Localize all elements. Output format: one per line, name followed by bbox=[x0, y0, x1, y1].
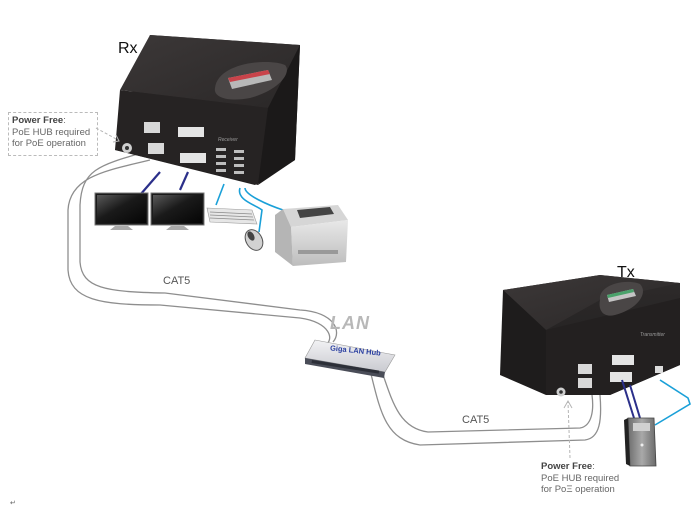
power-note-rx: Power Free: PoE HUB required for PoE ope… bbox=[8, 112, 98, 156]
cat5-cable-tx bbox=[369, 365, 602, 446]
rj45-port-icon bbox=[148, 143, 164, 154]
pc-tower-icon bbox=[624, 417, 657, 467]
transmitter-title: Tx bbox=[617, 264, 635, 281]
power-note-line2: for PoE operation bbox=[12, 138, 86, 149]
power-note-colon: : bbox=[592, 461, 595, 472]
power-note-heading: Power Free bbox=[541, 461, 593, 472]
power-note-line2: for PoΞ operation bbox=[541, 484, 615, 495]
dvi-cables-tx bbox=[621, 379, 641, 419]
keyboard-icon bbox=[206, 207, 258, 225]
dvi-port-icon bbox=[178, 127, 204, 137]
paragraph-mark: ↵ bbox=[10, 500, 16, 507]
dvi-port-icon bbox=[180, 153, 206, 163]
rj45-port-icon bbox=[578, 364, 592, 374]
giga-lan-hub bbox=[304, 339, 396, 378]
power-note-arrow-tx bbox=[567, 401, 571, 459]
power-note-tx: Power Free: PoE HUB required for PoΞ ope… bbox=[541, 461, 619, 496]
dvi-cables-rx bbox=[139, 171, 190, 196]
receiver-device-label: Receiver bbox=[218, 137, 238, 143]
usb-ports-icon bbox=[216, 148, 244, 174]
rj45-port-icon bbox=[578, 378, 592, 388]
transmitter-device-label: Transmitter bbox=[640, 332, 665, 338]
dvi-port-icon bbox=[612, 355, 634, 365]
power-note-heading: Power Free bbox=[12, 115, 64, 126]
mouse-icon bbox=[244, 229, 264, 251]
power-note-colon: : bbox=[63, 115, 66, 126]
cat5-cable-rx bbox=[67, 149, 338, 346]
receiver-device: Receiver bbox=[115, 35, 300, 185]
power-note-line1: PoE HUB required bbox=[541, 472, 620, 484]
receiver-title: Rx bbox=[118, 40, 138, 57]
power-note-arrow-rx bbox=[95, 127, 119, 141]
usb-cables-rx bbox=[215, 183, 284, 233]
power-note-line1: PoE HUB required bbox=[12, 126, 91, 138]
lan-label: LAN bbox=[330, 313, 370, 333]
monitor-icon bbox=[94, 192, 149, 230]
transmitter-device: Transmitter bbox=[500, 275, 680, 397]
monitor-icon bbox=[150, 192, 205, 230]
cat5-label-rx: CAT5 bbox=[163, 275, 191, 287]
usb-b-port-icon bbox=[655, 366, 663, 373]
cat5-label-tx: CAT5 bbox=[462, 414, 490, 426]
usb-cable-tx bbox=[654, 379, 691, 426]
printer-icon bbox=[275, 205, 348, 266]
dvi-port-icon bbox=[610, 372, 632, 382]
rj45-port-icon bbox=[144, 122, 160, 133]
